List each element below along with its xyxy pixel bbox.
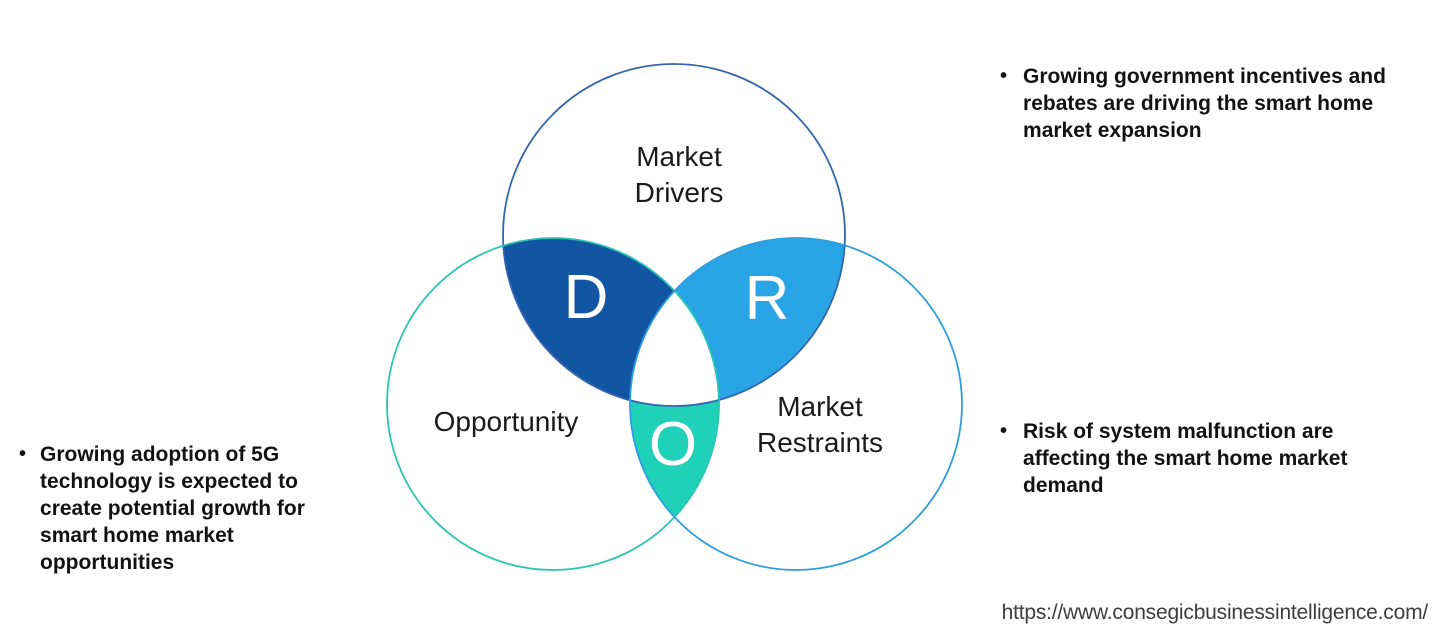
bullet-dot-icon: • xyxy=(1000,420,1008,442)
drivers-circle xyxy=(502,63,846,407)
opportunity-circle xyxy=(386,237,720,571)
restraints-label-line1: Market xyxy=(777,391,863,422)
bullet-line: affecting the smart home market xyxy=(1023,447,1348,470)
drivers-label-line1: Market xyxy=(636,141,722,172)
footer-url: https://www.consegicbusinessintelligence… xyxy=(1001,601,1429,624)
bullet-line: smart home market xyxy=(40,524,234,547)
restraints-circle xyxy=(629,237,963,571)
bullet-line: market expansion xyxy=(1023,119,1202,142)
r-region-letter: R xyxy=(745,264,790,333)
bullet-drivers-note: • Growing government incentives and reba… xyxy=(1000,63,1430,144)
bullet-line: demand xyxy=(1023,474,1104,497)
bullet-line: Risk of system malfunction are xyxy=(1023,420,1334,443)
bullet-line: opportunities xyxy=(40,551,175,574)
opportunity-label: Opportunity xyxy=(434,406,579,437)
bullet-line: technology is expected to xyxy=(40,470,298,493)
bullet-line: create potential growth for xyxy=(40,497,305,520)
bullet-dot-icon: • xyxy=(1000,65,1008,87)
drivers-label-line2: Drivers xyxy=(635,177,724,208)
bullet-line: Growing adoption of 5G xyxy=(40,443,280,466)
bullet-line: rebates are driving the smart home xyxy=(1023,92,1374,115)
bullet-line: Growing government incentives and xyxy=(1023,65,1386,88)
bullet-opportunity-note: • Growing adoption of 5G technology is e… xyxy=(19,441,364,576)
restraints-label-line2: Restraints xyxy=(757,427,883,458)
bullet-restraints-note: • Risk of system malfunction are affecti… xyxy=(1000,418,1430,499)
o-region-letter: O xyxy=(649,410,697,479)
bullet-dot-icon: • xyxy=(19,443,27,465)
d-region-letter: D xyxy=(564,263,609,332)
